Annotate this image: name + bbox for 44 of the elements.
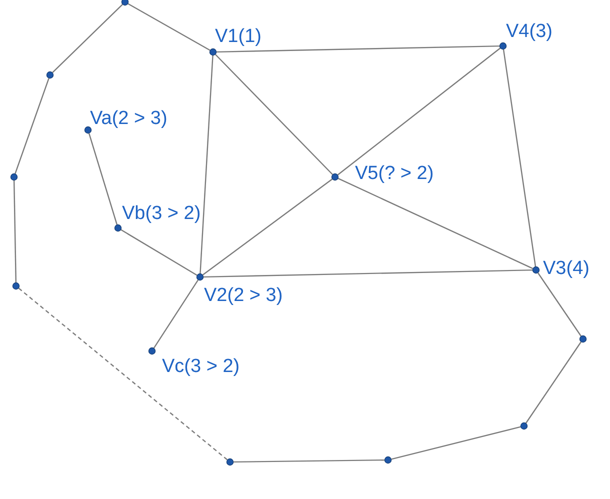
vertex-point	[115, 225, 121, 231]
graph-edge	[338, 178, 534, 270]
graph-edge	[202, 178, 333, 276]
vertex-point	[11, 174, 17, 180]
vertex-point	[47, 72, 53, 78]
vertex-point	[385, 457, 391, 463]
graph-edge	[203, 269, 533, 278]
vertex-point	[533, 267, 539, 273]
graph-edge	[13, 180, 17, 283]
vertex-point	[149, 348, 155, 354]
graph-edge	[391, 426, 521, 460]
graph-edge	[18, 288, 228, 460]
graph-edge	[120, 229, 198, 276]
graph-edge	[200, 55, 214, 274]
vertex-label: Va(2 > 3)	[90, 108, 168, 130]
vertex-point	[521, 423, 527, 429]
vertex-label: V3(4)	[543, 258, 590, 280]
vertex-point	[13, 283, 19, 289]
vertex-point	[580, 336, 586, 342]
graph-edge	[337, 48, 501, 176]
graph-edge	[52, 4, 123, 73]
vertex-label: V5(? > 2)	[355, 163, 434, 185]
graph-edge	[88, 133, 118, 225]
graph-edge	[525, 342, 582, 424]
vertex-point	[332, 174, 338, 180]
graph-edge	[216, 45, 500, 53]
graph-edge	[502, 49, 536, 267]
vertex-point	[227, 459, 233, 465]
graph-edge	[234, 459, 384, 463]
vertex-point	[85, 127, 91, 133]
vertex-label: V2(2 > 3)	[204, 285, 283, 307]
graph-edge	[128, 3, 210, 51]
vertex-point	[210, 49, 216, 55]
vertex-label: V1(1)	[215, 26, 262, 48]
graph-edge	[537, 272, 582, 336]
graph-edge	[215, 54, 333, 175]
vertex-point	[122, 0, 128, 5]
vertex-label: Vb(3 > 2)	[122, 203, 201, 225]
vertex-point	[197, 274, 203, 280]
vertex-label: Vc(3 > 2)	[162, 356, 240, 378]
vertex-label: V4(3)	[506, 21, 552, 43]
vertex-point	[500, 43, 506, 49]
graph-edge	[14, 78, 50, 174]
graph-edge	[153, 280, 199, 348]
